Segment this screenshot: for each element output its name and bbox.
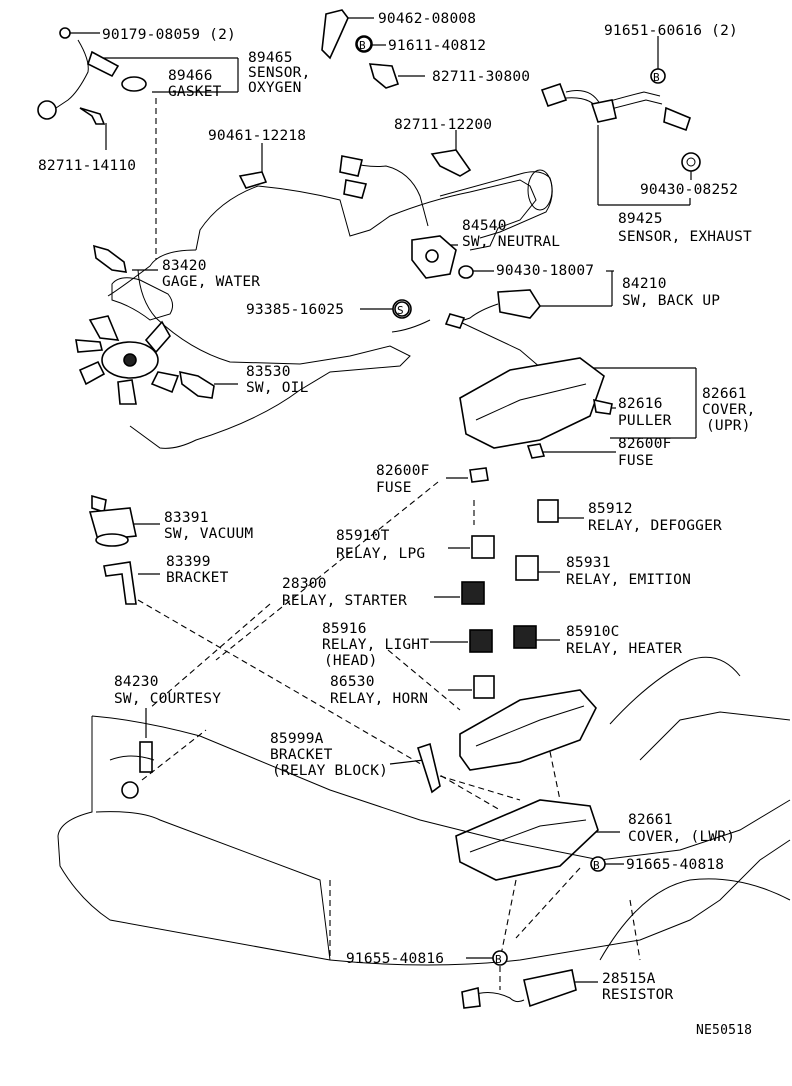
label-85910c: 85910C RELAY, HEATER xyxy=(566,624,682,657)
oxygen-sensor xyxy=(37,27,147,125)
label-82661-upr: 82661 COVER, (UPR) xyxy=(702,386,765,434)
fastener-mark: B xyxy=(653,71,660,84)
fastener-mark: B xyxy=(359,39,366,52)
label-93385-16025: 93385-16025 xyxy=(246,302,344,318)
label-85912: 85912 RELAY, DEFOGGER xyxy=(588,501,722,534)
label-90179-08059: 90179-08059 (2) xyxy=(102,27,236,43)
fastener-mark: S xyxy=(397,304,404,317)
clip-90461 xyxy=(238,171,268,189)
label-91611-40812: 91611-40812 xyxy=(388,38,486,54)
resistor xyxy=(461,969,577,1009)
bracket-83399 xyxy=(103,561,137,605)
label-83420: 83420 GAGE, WATER xyxy=(162,258,260,290)
label-82711-30800: 82711-30800 xyxy=(432,69,530,85)
label-89465: 89465 SENSOR, OXYGEN xyxy=(248,50,319,96)
label-85931: 85931 RELAY, EMITION xyxy=(566,555,691,588)
fastener-marks: B B S B B xyxy=(356,36,666,966)
oil-switch xyxy=(179,370,215,399)
label-82600f-left: 82600F FUSE xyxy=(376,463,439,496)
engine-outline xyxy=(75,179,549,449)
fastener-mark: B xyxy=(593,859,600,872)
back-up-switch xyxy=(444,265,541,329)
fuse-upper xyxy=(469,467,489,483)
label-91665-40818: 91665-40818 xyxy=(626,857,724,873)
neutral-switch xyxy=(339,155,457,279)
label-85916: 85916 RELAY, LIGHT (HEAD) xyxy=(322,621,438,669)
label-84540: 84540 SW, NEUTRAL xyxy=(462,218,560,250)
label-89425: 89425 SENSOR, EXHAUST xyxy=(618,211,752,245)
clip-82711-12200 xyxy=(430,149,472,177)
label-82711-12200: 82711-12200 xyxy=(394,117,492,133)
fastener-mark: B xyxy=(495,953,502,966)
vacuum-switch xyxy=(88,494,137,547)
label-83399: 83399 BRACKET xyxy=(166,554,229,586)
label-90462-08008: 90462-08008 xyxy=(378,11,476,27)
engine-fan xyxy=(75,315,180,405)
label-82711-14110: 82711-14110 xyxy=(38,158,136,174)
label-91655-40816: 91655-40816 xyxy=(346,951,444,967)
label-82661-lwr: 82661 COVER, (LWR) xyxy=(628,812,735,845)
label-85999a: 85999A BRACKET (RELAY BLOCK) xyxy=(270,731,388,779)
diagram-id: NE50518 xyxy=(696,1023,752,1038)
label-84230: 84230 SW, COURTESY xyxy=(114,674,221,707)
upper-cover xyxy=(459,357,613,459)
lower-cover xyxy=(455,799,599,881)
water-gage xyxy=(93,244,128,273)
label-28515a: 28515A RESISTOR xyxy=(602,971,674,1003)
relays xyxy=(461,499,559,699)
label-85910t: 85910T RELAY, LPG xyxy=(336,528,425,562)
label-82616: 82616 PULLER xyxy=(618,396,672,429)
relay-block xyxy=(459,689,597,771)
label-83391: 83391 SW, VACUUM xyxy=(164,510,253,542)
label-90461-12218: 90461-12218 xyxy=(208,128,306,144)
label-28300: 28300 RELAY, STARTER xyxy=(282,576,407,609)
label-89466: 89466 GASKET xyxy=(168,68,222,100)
label-86530: 86530 RELAY, HORN xyxy=(330,674,428,707)
exhaust-sensor xyxy=(540,69,701,172)
label-83530: 83530 SW, OIL xyxy=(246,364,309,396)
relay-block-bracket xyxy=(416,742,441,794)
label-82600f-right: 82600F FUSE xyxy=(618,436,681,469)
part-labels: 90179-08059 (2) 90462-08008 91611-40812 … xyxy=(38,11,765,1038)
label-90430-08252: 90430-08252 xyxy=(640,182,738,198)
courtesy-switch xyxy=(121,741,153,799)
label-84210: 84210 SW, BACK UP xyxy=(622,276,720,309)
transmission-housing xyxy=(439,169,553,239)
label-91651-60616: 91651-60616 (2) xyxy=(604,23,738,39)
label-90430-18007: 90430-18007 xyxy=(496,263,594,279)
